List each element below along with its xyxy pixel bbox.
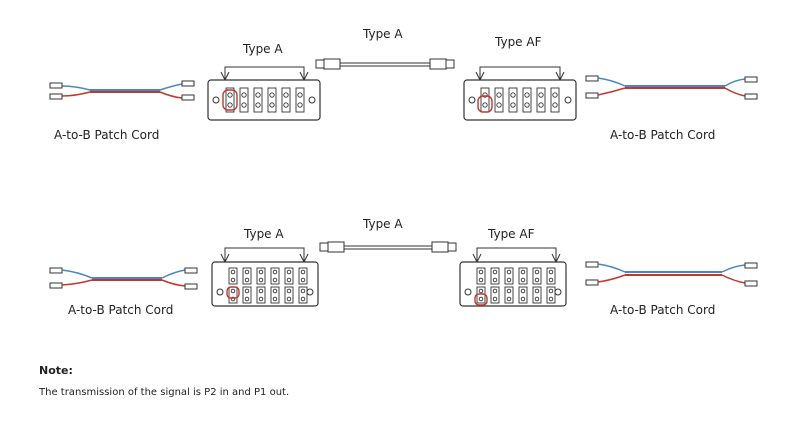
right-module-1 bbox=[463, 66, 577, 121]
note-text: The transmission of the signal is P2 in … bbox=[39, 387, 290, 398]
row-2: A-to-B Patch Cord bbox=[49, 217, 758, 317]
note-title: Note: bbox=[39, 364, 73, 377]
trunk-label-1: Type A bbox=[362, 27, 403, 41]
left-module-label-1: Type A bbox=[242, 42, 283, 56]
right-module-label-1: Type AF bbox=[494, 35, 542, 49]
trunk-cable-2 bbox=[319, 241, 457, 253]
left-cord-label-1: A-to-B Patch Cord bbox=[54, 128, 159, 142]
left-module-label-2: Type A bbox=[243, 227, 284, 241]
trunk-cable-1 bbox=[315, 58, 455, 70]
left-module-2 bbox=[211, 247, 319, 307]
right-module-2 bbox=[459, 247, 567, 307]
trunk-label-2: Type A bbox=[362, 217, 403, 231]
right-patch-cord-1 bbox=[585, 75, 758, 100]
right-cord-label-2: A-to-B Patch Cord bbox=[610, 303, 715, 317]
row-1: A-to-B Patch Cord Type A bbox=[49, 27, 758, 142]
left-module-1 bbox=[207, 66, 321, 121]
left-cord-label-2: A-to-B Patch Cord bbox=[68, 303, 173, 317]
right-module-label-2: Type AF bbox=[487, 227, 535, 241]
left-patch-cord-1 bbox=[49, 80, 195, 101]
right-patch-cord-2 bbox=[585, 261, 758, 287]
left-patch-cord-2 bbox=[49, 267, 198, 290]
right-cord-label-1: A-to-B Patch Cord bbox=[610, 128, 715, 142]
